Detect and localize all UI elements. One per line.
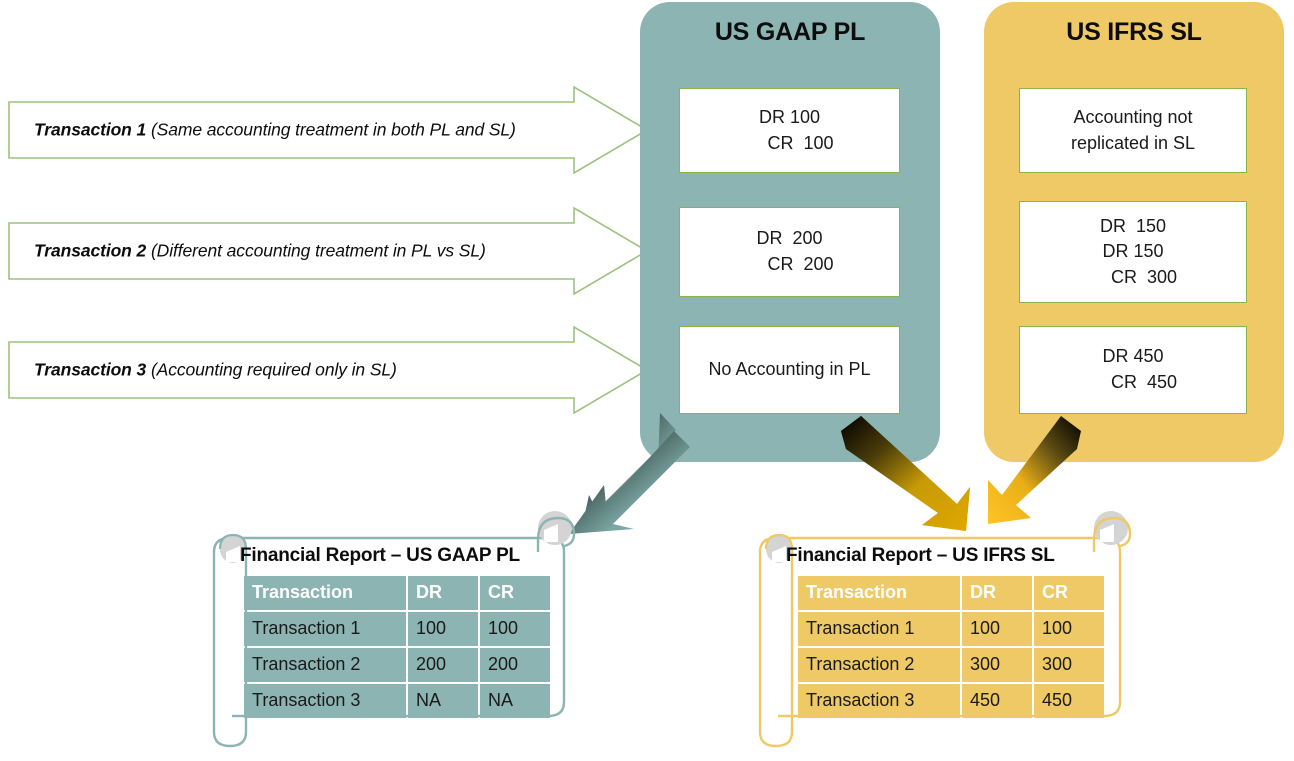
arrow-shape-icon [8,86,648,174]
cell-cr: 100 [1034,612,1104,646]
table-header-row: Transaction DR CR [798,576,1104,610]
cell-dr: 300 [962,648,1032,682]
table-row: Transaction 2 200 200 [244,648,550,682]
cell-transaction: Transaction 2 [244,648,406,682]
table-row: Transaction 3 NA NA [244,684,550,718]
cell-dr: 450 [962,684,1032,718]
report-scroll-us-gaap-pl: Financial Report – US GAAP PL Transactio… [192,511,582,756]
gaap-entry-2-line-1: DR 200 [756,228,823,249]
panel-us-ifrs-sl: US IFRS SL Accounting not replicated in … [984,2,1284,462]
col-header-dr: DR [962,576,1032,610]
transaction-1-name: Transaction 1 [34,119,147,140]
ifrs-entry-box-2: DR 150 DR 150 CR 300 [1019,201,1247,303]
transaction-3-name: Transaction 3 [34,359,147,380]
report-gaap-title: Financial Report – US GAAP PL [240,545,520,566]
gaap-entry-1-line-1: DR 100 [758,106,821,127]
gaap-entry-box-2: DR 200 CR 200 [679,207,900,297]
transaction-1-label: Transaction 1 (Same accounting treatment… [34,120,516,141]
cell-cr: 100 [480,612,550,646]
ifrs-entry-1-text: Accounting not replicated in SL [1070,106,1196,153]
col-header-transaction: Transaction [798,576,960,610]
ifrs-entry-3-line-2: CR 450 [1110,372,1178,392]
table-row: Transaction 3 450 450 [798,684,1104,718]
panel-us-ifrs-sl-title: US IFRS SL [1066,18,1202,46]
panel-us-gaap-pl: US GAAP PL DR 100 CR 100 DR 200 CR 200 N… [640,2,940,462]
col-header-dr: DR [408,576,478,610]
gaap-entry-1-line-2: CR 100 [767,132,834,153]
table-row: Transaction 1 100 100 [244,612,550,646]
cell-cr: 450 [1034,684,1104,718]
cell-transaction: Transaction 2 [798,648,960,682]
gaap-entry-2-line-2: CR 200 [767,254,834,274]
col-header-transaction: Transaction [244,576,406,610]
transaction-3-note: (Accounting required only in SL) [150,359,397,380]
arrow-shape-icon [8,207,648,295]
report-gaap-table: Transaction DR CR Transaction 1 100 100 … [242,574,552,720]
panel-us-gaap-pl-title: US GAAP PL [714,18,866,46]
ifrs-entry-2-line-1: DR 150 [1099,215,1167,236]
report-scroll-us-ifrs-sl: Financial Report – US IFRS SL Transactio… [738,511,1138,756]
gaap-entry-box-3: No Accounting in PL [679,326,900,414]
transaction-1-note: (Same accounting treatment in both PL an… [150,119,516,140]
cell-dr: 100 [962,612,1032,646]
report-ifrs-title: Financial Report – US IFRS SL [786,545,1055,566]
cell-transaction: Transaction 3 [798,684,960,718]
ifrs-entry-3-line-1: DR 450 [1102,346,1164,367]
ifrs-entry-2-line-3: CR 300 [1110,266,1178,287]
cell-dr: NA [408,684,478,718]
ifrs-entry-2-line-2: DR 150 [1102,241,1164,262]
col-header-cr: CR [1034,576,1104,610]
cell-cr: NA [480,684,550,718]
cell-cr: 200 [480,648,550,682]
transaction-2-label: Transaction 2 (Different accounting trea… [34,241,486,262]
transaction-2-name: Transaction 2 [34,240,147,261]
table-row: Transaction 2 300 300 [798,648,1104,682]
table-row: Transaction 1 100 100 [798,612,1104,646]
transaction-arrow-2: Transaction 2 (Different accounting trea… [8,207,648,295]
ifrs-entry-box-3: DR 450 CR 450 [1019,326,1247,414]
ifrs-entry-box-1: Accounting not replicated in SL [1019,88,1247,173]
transaction-3-label: Transaction 3 (Accounting required only … [34,360,397,381]
cell-dr: 100 [408,612,478,646]
cell-transaction: Transaction 1 [244,612,406,646]
cell-dr: 200 [408,648,478,682]
table-header-row: Transaction DR CR [244,576,550,610]
cell-transaction: Transaction 1 [798,612,960,646]
cell-transaction: Transaction 3 [244,684,406,718]
transaction-2-note: (Different accounting treatment in PL vs… [150,240,486,261]
report-ifrs-table: Transaction DR CR Transaction 1 100 100 … [796,574,1106,720]
cell-cr: 300 [1034,648,1104,682]
arrow-shape-icon [8,326,648,414]
gaap-entry-box-1: DR 100 CR 100 [679,88,900,173]
transaction-arrow-1: Transaction 1 (Same accounting treatment… [8,86,648,174]
transaction-arrow-3: Transaction 3 (Accounting required only … [8,326,648,414]
col-header-cr: CR [480,576,550,610]
gaap-entry-3-text: No Accounting in PL [708,359,871,380]
